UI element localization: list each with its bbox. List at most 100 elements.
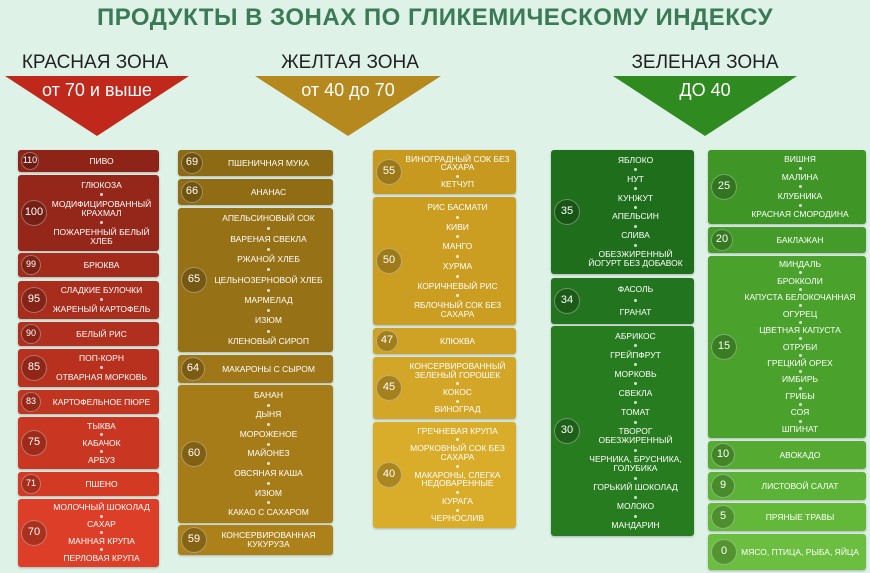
food-item: ХУРМА <box>442 260 473 271</box>
item-separator <box>456 274 459 278</box>
item-separator <box>267 481 270 485</box>
food-item: ГРЕЙПФРУТ <box>610 349 661 360</box>
food-item: МАННАЯ КРУПА <box>68 535 135 546</box>
gi-value-badge: 83 <box>21 392 41 412</box>
gi-value-badge: 0 <box>711 539 737 565</box>
food-list: ПРЯНЫЕ ТРАВЫ <box>738 505 862 529</box>
food-item: ШПИНАТ <box>781 423 819 434</box>
food-item: ОБЕЗЖИРЕННЫЙ ЙОГУРТ БЕЗ ДОБАВОК <box>588 249 683 269</box>
food-item: ИМБИРЬ <box>781 374 819 385</box>
food-list: ПШЕНО <box>48 474 155 494</box>
food-item: АПЕЛЬСИН <box>612 211 659 222</box>
item-separator <box>798 203 802 207</box>
food-item: БАКЛАЖАН <box>776 234 824 245</box>
food-item: ПОЖАРЕННЫЙ БЕЛЫЙ ХЛЕБ <box>53 226 150 246</box>
item-separator <box>456 438 459 442</box>
gi-value-badge: 65 <box>181 267 207 293</box>
food-list: МАКАРОНЫ С СЫРОМ <box>208 357 329 381</box>
item-separator <box>267 268 270 272</box>
food-item: МАНДАРИН <box>611 520 660 531</box>
item-separator <box>267 403 270 407</box>
food-item: ПЕРЛОВАЯ КРУПА <box>63 552 140 563</box>
gi-value-badge: 55 <box>376 159 402 185</box>
gi-value-badge: 50 <box>376 248 402 274</box>
food-item: КУНЖУТ <box>617 192 654 203</box>
food-item: КАКАО С САХАРОМ <box>228 507 309 518</box>
food-item: НУТ <box>627 173 644 184</box>
item-separator <box>634 224 637 228</box>
gi-value-badge: 71 <box>21 474 41 494</box>
food-list: МЯСО, ПТИЦА, РЫБА, ЯЙЦА <box>738 536 862 568</box>
food-item: БРОККОЛИ <box>777 275 823 286</box>
food-item: КОРИЧНЕВЫЙ РИС <box>417 280 498 291</box>
item-separator <box>100 449 103 453</box>
yellow-zone-range: от 40 до 70 <box>301 80 395 100</box>
food-item: ЖАРЕНЫЙ КАРТОФЕЛЬ <box>52 303 151 314</box>
item-separator <box>634 420 637 424</box>
gi-value-badge: 75 <box>21 430 47 456</box>
food-item: ИЗЮМ <box>255 487 282 498</box>
item-separator <box>798 386 802 390</box>
gi-value-badge: 90 <box>21 324 41 344</box>
food-item: СЛАДКИЕ БУЛОЧКИ <box>60 285 143 296</box>
food-list: АНАНАС <box>208 181 329 203</box>
food-list: БАКЛАЖАН <box>738 229 862 251</box>
food-list: БЕЛЫЙ РИС <box>48 324 155 344</box>
food-item: ДЫНЯ <box>255 409 282 420</box>
green-zone-label: ЗЕЛЕНАЯ ЗОНА <box>631 52 779 73</box>
food-item: МАНГО <box>442 241 473 252</box>
food-item: МОЛОКО <box>616 501 655 512</box>
food-list: ПИВО <box>48 152 155 170</box>
food-item: АРБУЗ <box>87 454 116 465</box>
food-item: АВОКАДО <box>779 449 821 460</box>
food-list: ЛИСТОВОЙ САЛАТ <box>738 474 862 498</box>
item-separator <box>634 205 637 209</box>
food-item: КАПУСТА БЕЛОКОЧАННАЯ <box>744 292 856 303</box>
food-item: ТВОРОГ ОБЕЗЖИРЕННЫЙ <box>598 426 673 446</box>
item-separator <box>456 464 459 468</box>
gi-group-90: 90 БЕЛЫЙ РИС <box>18 322 159 346</box>
red-zone-range: от 70 и выше <box>42 80 152 100</box>
item-separator <box>634 243 637 247</box>
food-item: БРЮКВА <box>83 259 120 270</box>
gi-value-badge: 66 <box>181 181 203 203</box>
gi-value-badge: 35 <box>554 199 580 225</box>
food-item: ВИШНЯ <box>784 154 816 165</box>
food-item: ЯБЛОЧНЫЙ СОК БЕЗ САХАРА <box>413 300 502 320</box>
gi-value-badge: 30 <box>554 418 580 444</box>
gi-value-badge: 85 <box>21 355 47 381</box>
food-item: РИС БАСМАТИ <box>427 201 488 212</box>
item-separator <box>634 167 637 171</box>
item-separator <box>100 514 103 518</box>
food-item: ПОП-КОРН <box>79 353 124 364</box>
food-item: ТОМАТ <box>621 407 650 418</box>
food-item: ГОРЬКИЙ ШОКОЛАД <box>593 482 678 493</box>
item-separator <box>100 298 103 302</box>
gi-group-71: 71 ПШЕНО <box>18 472 159 496</box>
food-item: ЧЕРНИКА, БРУСНИКА, ГОЛУБИКА <box>589 454 682 474</box>
item-separator <box>267 329 270 333</box>
food-list: КАРТОФЕЛЬНОЕ ПЮРЕ <box>48 392 155 412</box>
food-item: ОГУРЕЦ <box>782 308 818 319</box>
food-item: КАБАЧОК <box>82 437 121 448</box>
item-separator <box>267 442 270 446</box>
item-separator <box>798 287 802 291</box>
item-separator <box>634 448 637 452</box>
gi-value-badge: 99 <box>21 255 41 275</box>
food-item: КЛЕНОВЫЙ СИРОП <box>227 335 310 346</box>
red-zone-label: КРАСНАЯ ЗОНА <box>21 52 169 73</box>
food-item: КЕТЧУП <box>441 179 474 190</box>
food-item: МОРКОВЬ <box>614 368 657 379</box>
